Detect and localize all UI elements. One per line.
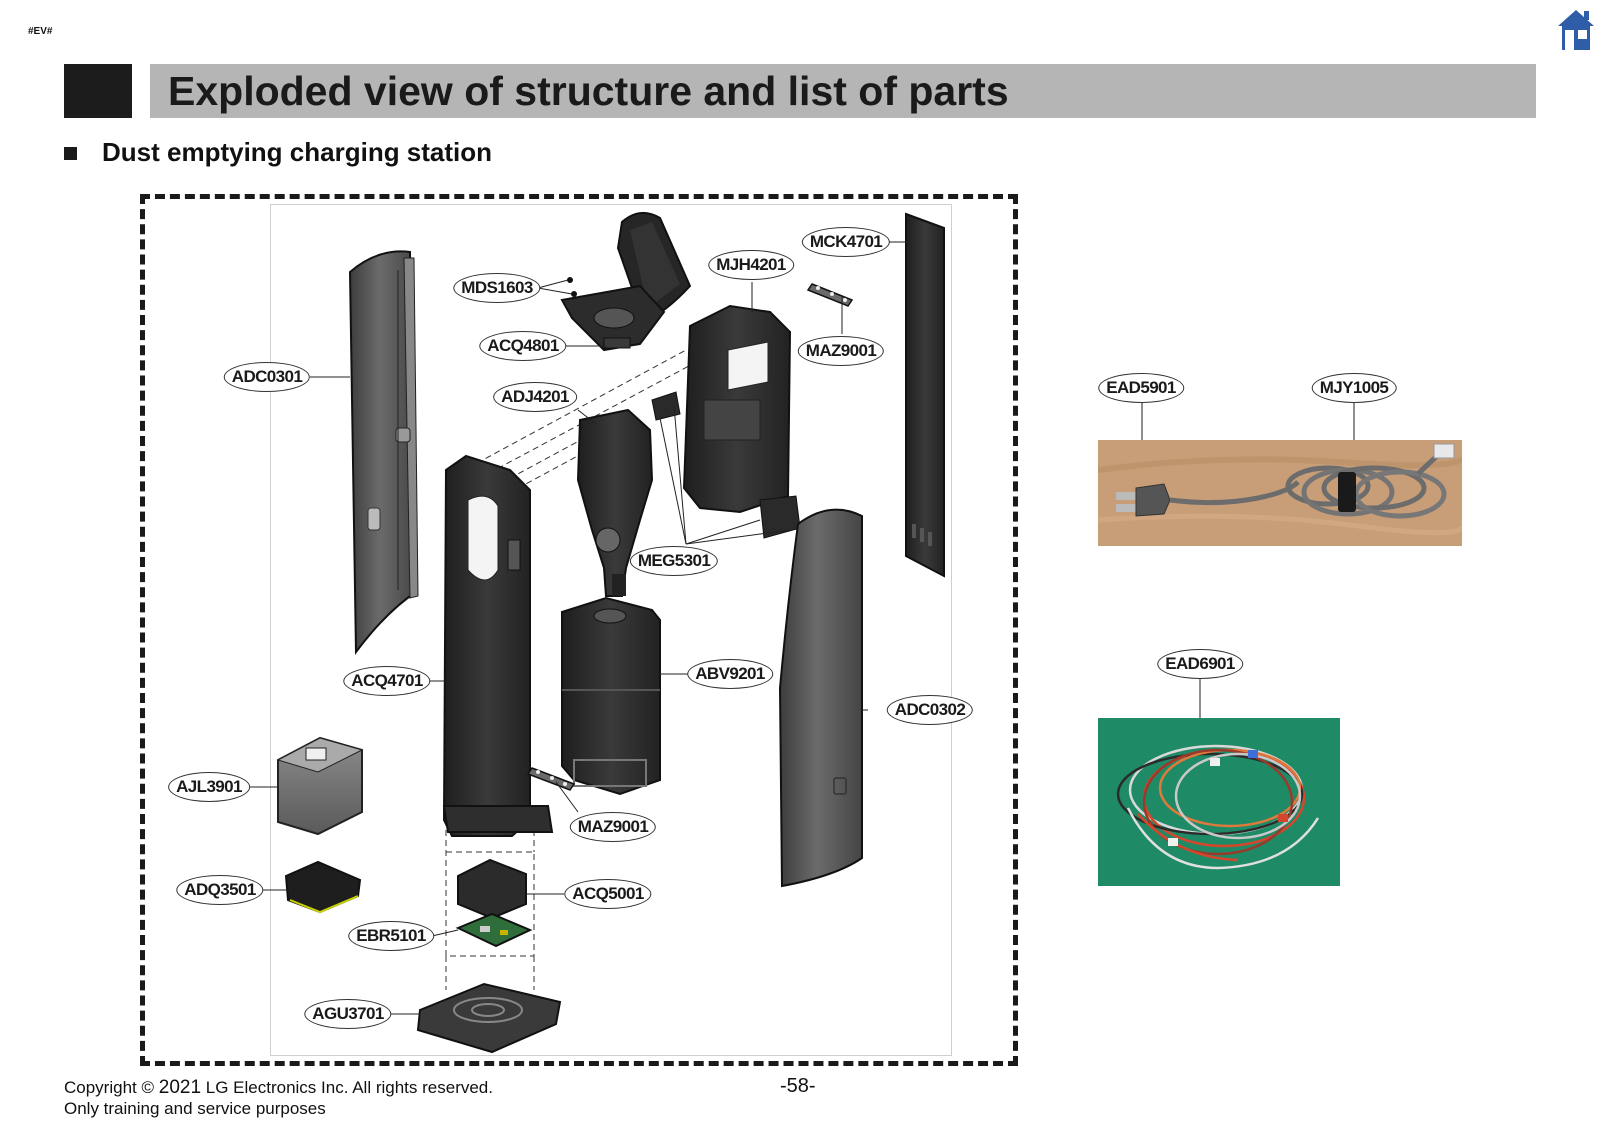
copyright-line: Copyright © 2021 LG Electronics Inc. All… — [64, 1078, 493, 1098]
page-number: -58- — [780, 1075, 816, 1097]
home-icon[interactable] — [1556, 8, 1596, 52]
part-adc0301 — [348, 250, 419, 655]
part-label-ead5901: EAD5901 — [1098, 373, 1184, 403]
part-label-ebr5101: EBR5101 — [348, 921, 434, 951]
title-banner — [150, 64, 1536, 118]
part-label-agu3701: AGU3701 — [304, 999, 392, 1029]
part-label-adq3501: ADQ3501 — [176, 875, 264, 905]
title-block-marker — [64, 64, 132, 118]
part-adq3501 — [284, 860, 362, 914]
part-label-acq5001: ACQ5001 — [564, 879, 652, 909]
exploded-view-panel — [270, 204, 952, 1056]
document-tag: #EV# — [28, 26, 53, 37]
part-label-ead6901: EAD6901 — [1157, 649, 1243, 679]
part-label-adj4201: ADJ4201 — [493, 382, 577, 412]
part-label-acq4701: ACQ4701 — [343, 666, 431, 696]
part-label-maz9001-bottom: MAZ9001 — [569, 812, 657, 842]
part-label-meg5301: MEG5301 — [629, 546, 719, 576]
part-label-acq4801: ACQ4801 — [479, 331, 567, 361]
part-lid-assembly — [560, 211, 692, 352]
part-acq5001-ebr5101 — [455, 858, 533, 948]
part-acq4701 — [442, 454, 554, 837]
part-agu3701 — [416, 982, 562, 1054]
part-maz9001-bottom — [526, 767, 576, 791]
part-adc0302 — [778, 508, 863, 888]
part-label-ajl3901: AJL3901 — [168, 772, 250, 802]
part-label-maz9001-top: MAZ9001 — [797, 336, 885, 366]
part-maz9001-top — [806, 283, 854, 307]
part-mjh4201 — [651, 304, 801, 539]
section-bullet — [64, 147, 77, 160]
wire-harness-photo — [1098, 718, 1340, 886]
part-adj4201 — [576, 408, 654, 597]
usage-note: Only training and service purposes — [64, 1099, 326, 1118]
exploded-view-frame — [140, 194, 1018, 1066]
part-abv9201 — [561, 596, 661, 796]
page-title: Exploded view of structure and list of p… — [168, 68, 1009, 114]
part-ajl3901 — [276, 736, 364, 836]
copyright-prefix: Copyright © — [64, 1078, 155, 1097]
copyright-suffix: LG Electronics Inc. All rights reserved. — [205, 1078, 493, 1097]
copyright-year: 2021 — [158, 1077, 202, 1098]
part-label-mjy1005: MJY1005 — [1311, 373, 1397, 403]
part-mck4701 — [905, 212, 945, 578]
part-label-adc0302: ADC0302 — [886, 695, 974, 725]
part-label-adc0301: ADC0301 — [223, 362, 311, 392]
section-subtitle: Dust emptying charging station — [102, 137, 493, 167]
part-label-mck4701: MCK4701 — [801, 227, 891, 257]
power-cord-photo — [1098, 440, 1462, 546]
part-label-mjh4201: MJH4201 — [708, 250, 794, 280]
part-label-abv9201: ABV9201 — [687, 659, 773, 689]
part-label-mds1603: MDS1603 — [453, 273, 541, 303]
